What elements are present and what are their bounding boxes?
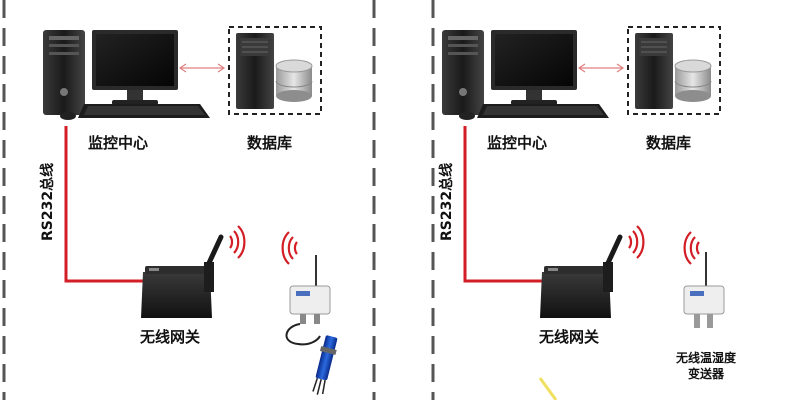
sensor-label-line2: 变送器 — [687, 367, 724, 381]
link-arrow — [577, 63, 625, 73]
light-streak — [538, 377, 558, 400]
antenna-icon — [605, 234, 623, 266]
server-icon — [635, 33, 673, 109]
gateway-label: 无线网关 — [140, 328, 201, 346]
gateway-icon — [540, 262, 613, 318]
sensor-icon — [285, 255, 331, 346]
computer-icon — [43, 30, 210, 120]
server-icon — [236, 33, 274, 109]
sensor-icon — [683, 252, 725, 328]
gateway-label: 无线网关 — [539, 328, 600, 346]
wireless-signal-icon — [281, 230, 299, 266]
wireless-signal-icon — [683, 230, 701, 266]
rs232-bus-line — [64, 126, 160, 283]
sensor-label-line1: 无线温湿度 — [675, 351, 736, 365]
panel-left — [43, 26, 338, 395]
wireless-signal-icon — [228, 224, 246, 260]
panel-right — [442, 26, 725, 400]
rs232-bus-label: RS232总线 — [439, 162, 455, 241]
gateway-icon — [141, 262, 214, 318]
database-label: 数据库 — [247, 134, 293, 152]
wireless-signal-icon — [627, 224, 645, 260]
sensor-label: 无线温湿度 变送器 — [666, 350, 746, 382]
probe-icon — [312, 335, 338, 395]
computer-icon — [442, 30, 609, 120]
monitor-center-label: 监控中心 — [487, 134, 548, 152]
link-arrow — [178, 63, 226, 73]
database-icon — [275, 59, 313, 102]
database-icon — [674, 59, 712, 102]
rs232-bus-label: RS232总线 — [40, 162, 56, 241]
antenna-icon — [206, 234, 224, 266]
database-label: 数据库 — [646, 134, 692, 152]
rs232-bus-line — [463, 126, 559, 283]
database-box — [627, 26, 721, 115]
monitor-center-label: 监控中心 — [88, 134, 149, 152]
database-box — [228, 26, 322, 115]
